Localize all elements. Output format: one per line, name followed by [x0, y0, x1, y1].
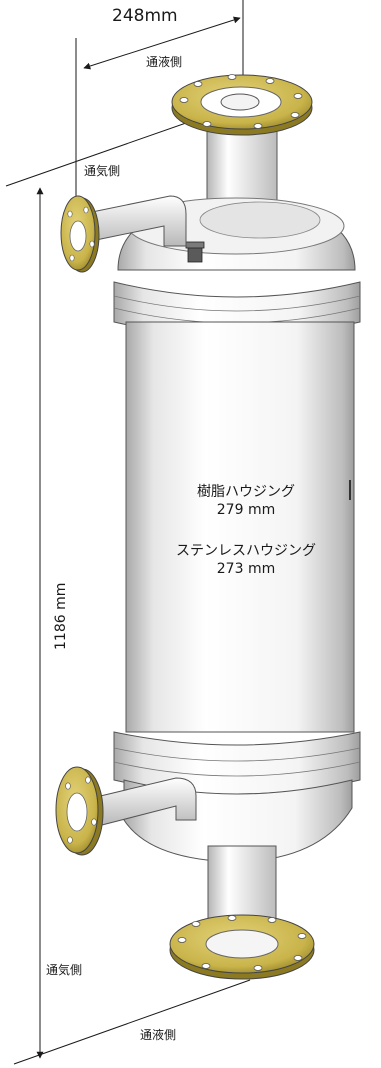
bottom-liquid-outlet: [169, 845, 315, 980]
flange-spacing-arrow: [83, 16, 241, 70]
height-label: 1186 mm: [53, 582, 69, 650]
stainless-housing-diameter: 273 mm: [216, 561, 276, 577]
flange-spacing-label: 248mm: [112, 6, 178, 26]
top-flange-bore: [220, 93, 260, 111]
bottom-gas-pipe: [91, 777, 197, 827]
bottom-liquid-side-label: 通液側: [140, 1028, 177, 1042]
top-gas-pipe: [91, 195, 187, 247]
resin-housing-diameter: 279 mm: [216, 502, 276, 518]
stainless-housing-label: ステンレスハウジング: [176, 543, 316, 559]
bottom-gas-port: [55, 766, 197, 856]
housing-body: [113, 197, 361, 863]
resin-housing-label: 樹脂ハウジング: [197, 484, 295, 500]
bottom-gas-side-label: 通気側: [46, 963, 83, 977]
housing-cylinder: [125, 321, 355, 733]
top-liquid-side-label: 通液側: [146, 55, 183, 69]
bottom-plane-line: [13, 979, 251, 1065]
top-gas-port: [60, 195, 187, 273]
top-gas-side-label: 通気側: [84, 164, 121, 178]
